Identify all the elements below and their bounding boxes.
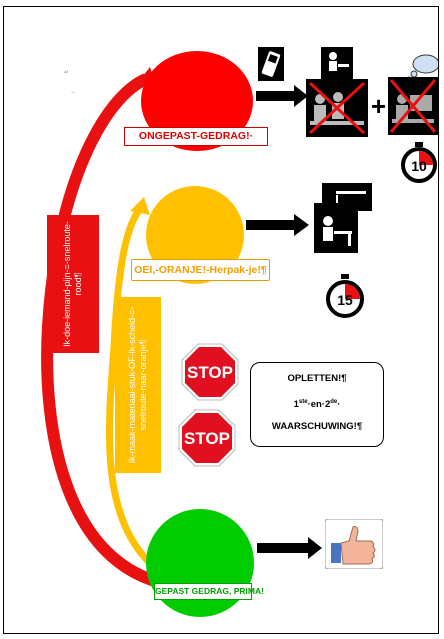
warning-first-suffix: ste: [298, 399, 308, 405]
warning-dot: ·: [337, 399, 341, 411]
red-timer-minutes: 10: [411, 158, 427, 174]
paragraph-mark: ↵: [64, 70, 70, 76]
orange-level-label: OEI,-ORANJE!-Herpak-je!¶: [131, 259, 270, 281]
plus-sign: +: [371, 91, 387, 121]
thumbs-up-icon: [325, 519, 383, 569]
warning-box: OPLETTEN!¶ 1ste·en·2de· WAARSCHUWING!¶: [250, 362, 384, 447]
crossed-out-classroom-icon: [306, 79, 368, 137]
stop-sign-1: STOP: [181, 343, 239, 401]
warning-first: 1: [293, 399, 299, 411]
time-out-desk-icon: [314, 183, 372, 253]
stopwatch-icon: 10: [401, 142, 437, 183]
person-at-desk-icon: [321, 47, 353, 79]
red-shortcut-text: Ik-doe-iemand-pijn-=-snelroute-rood¶: [62, 221, 83, 347]
warning-count: 1ste·en·2de·: [251, 399, 383, 410]
orange-shortcut-text: Ik-maak-materiaal-stuk-OF-ik-scheld-=-sn…: [127, 306, 148, 464]
thought-bubble-icon: [406, 54, 438, 81]
stop-sign-text-2: STOP: [184, 429, 230, 448]
orange-shortcut-note: Ik-maak-materiaal-stuk-OF-ik-scheld-=-sn…: [115, 297, 161, 473]
green-level-label: GEPAST GEDRAG, PRIMA!: [154, 583, 264, 600]
warning-and-second: ·en·2: [307, 399, 331, 411]
warning-word: WAARSCHUWING!¶: [271, 421, 363, 432]
stopwatch-icon-15: 15: [326, 274, 364, 318]
warning-second-suffix: de: [330, 399, 338, 405]
red-shortcut-note: Ik-doe-iemand-pijn-=-snelroute-rood¶: [47, 215, 99, 353]
page: ↵ → ONGEPAST-GEDRAG!· OEI,-ORANJE!-Herpa…: [3, 6, 439, 634]
green-circle: [146, 509, 254, 617]
red-level-label: ONGEPAST-GEDRAG!·: [124, 127, 268, 146]
orange-timer-minutes: 15: [337, 292, 353, 308]
phone-icon: [258, 47, 284, 81]
tab-mark: →: [70, 89, 76, 95]
crossed-out-classroom-icon-2: [388, 77, 438, 135]
stop-sign-2: STOP: [178, 409, 236, 467]
warning-title: OPLETTEN!¶: [287, 373, 347, 384]
orange-arrowhead: [130, 197, 150, 215]
orange-curve-arrow: [106, 204, 157, 570]
stop-sign-text-1: STOP: [187, 363, 233, 382]
